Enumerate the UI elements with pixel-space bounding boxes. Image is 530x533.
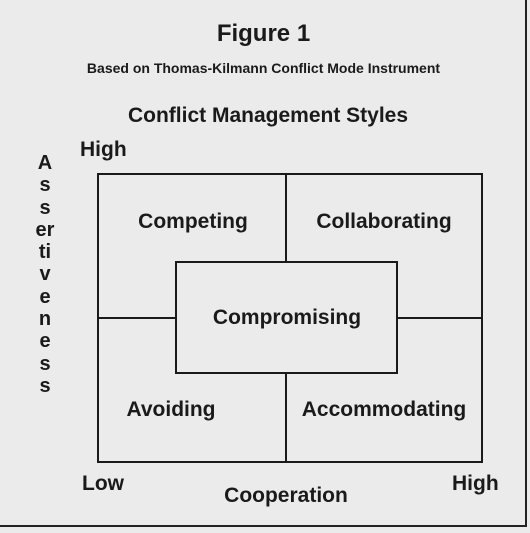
quadrant-collaborating: Collaborating <box>316 210 452 233</box>
x-axis-high-label: High <box>452 472 499 495</box>
quadrant-avoiding: Avoiding <box>126 398 216 421</box>
x-axis-label: Cooperation <box>224 484 348 507</box>
quadrant-accommodating: Accommodating <box>301 398 467 421</box>
figure-subtitle: Based on Thomas-Kilmann Conflict Mode In… <box>86 60 441 76</box>
center-compromising: Compromising <box>212 306 362 329</box>
quadrant-competing: Competing <box>138 210 248 233</box>
diagram-title: Conflict Management Styles <box>127 104 409 127</box>
y-axis-label: Assertiveness <box>35 152 55 397</box>
x-axis-low-label: Low <box>82 472 124 495</box>
figure-title: Figure 1 <box>216 20 311 47</box>
y-axis-high-label: High <box>80 138 127 161</box>
center-box <box>175 261 398 374</box>
